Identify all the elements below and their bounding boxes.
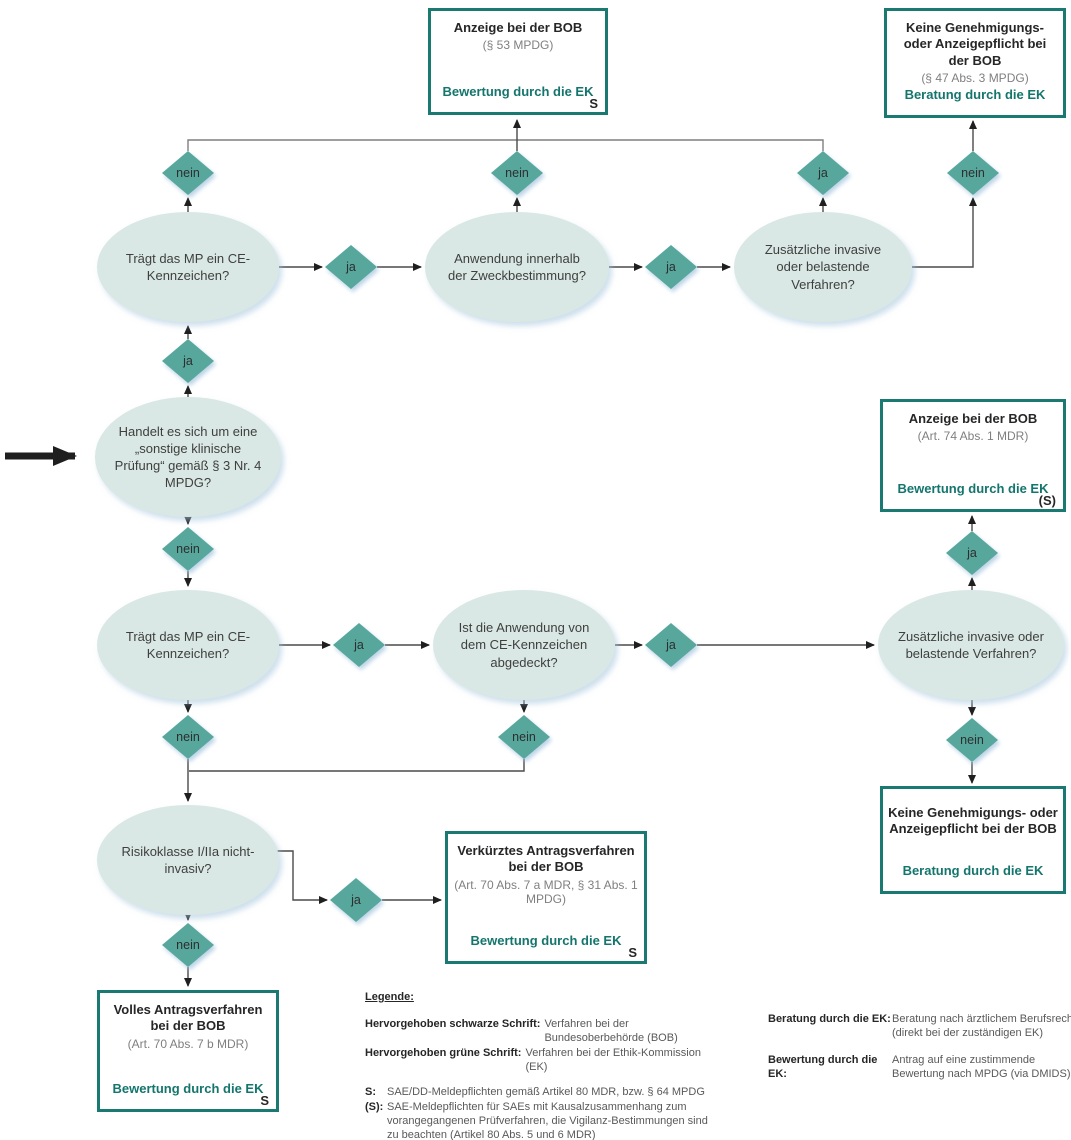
box-ek-action: Bewertung durch die EK	[897, 481, 1049, 496]
decision-nein-risikoklasse: nein	[162, 923, 214, 967]
box-subtitle: (§ 47 Abs. 3 MPDG)	[921, 70, 1029, 85]
result-box-keine-pflicht-top: Keine Genehmigungs- oder Anzeigepflicht …	[884, 8, 1066, 118]
diamond-shape	[330, 878, 382, 922]
result-box-volles-verfahren: Volles Antragsverfahren bei der BOB (Art…	[97, 990, 279, 1112]
legend-label: Hervorgehoben grüne Schrift:	[365, 1047, 522, 1059]
legend-text: SAE-Meldepflichten für SAEs mit Kausalzu…	[387, 1101, 708, 1140]
legend-text: SAE/DD-Meldepflichten gemäß Artikel 80 M…	[387, 1086, 705, 1098]
question-invasive-verfahren-top: Zusätzliche invasive oder belastende Ver…	[734, 212, 912, 322]
legend-text: Antrag auf eine zustimmende Bewertung na…	[892, 1054, 1071, 1080]
sae-marker: S	[589, 96, 598, 111]
question-text: Zusätzliche invasive oder belastende Ver…	[898, 628, 1044, 661]
question-sonstige-klinische-pruefung: Handelt es sich um eine „sonstige klinis…	[95, 397, 281, 517]
legend-heading: Legende:	[365, 991, 414, 1003]
decision-nein-ce-bottom: nein	[162, 715, 214, 759]
box-title: Volles Antragsverfahren bei der BOB	[113, 1002, 263, 1034]
box-subtitle: (Art. 74 Abs. 1 MDR)	[917, 429, 1029, 444]
diamond-shape	[162, 339, 214, 383]
diamond-shape	[162, 923, 214, 967]
legend-text: Beratung nach ärztlichem Berufsrecht (di…	[892, 1013, 1071, 1039]
diamond-shape	[645, 245, 697, 289]
question-invasive-verfahren-bottom: Zusätzliche invasive oder belastende Ver…	[878, 590, 1064, 700]
decision-nein-invasiv-top: nein	[947, 151, 999, 195]
decision-ja-invasiv-bottom: ja	[946, 531, 998, 575]
decision-ja-ce-top: ja	[325, 245, 377, 289]
diamond-shape	[162, 151, 214, 195]
question-text: Ist die Anwendung von dem CE-Kennzeichen…	[458, 620, 590, 670]
box-ek-action: Bewertung durch die EK	[470, 933, 622, 948]
legend: Legende: Hervorgehoben schwarze Schrift:…	[365, 990, 725, 1140]
box-subtitle: (Art. 70 Abs. 7 b MDR)	[127, 1036, 249, 1051]
legend-label: Hervorgehoben schwarze Schrift:	[365, 1018, 541, 1030]
question-ce-kennzeichen-bottom: Trägt das MP ein CE-Kennzeichen?	[97, 590, 279, 700]
question-text: Handelt es sich um eine „sonstige klinis…	[114, 423, 262, 491]
decision-ja-ce-bottom: ja	[333, 623, 385, 667]
sae-marker: S	[628, 945, 637, 960]
legend-label: S:	[365, 1086, 376, 1098]
question-ce-kennzeichen-top: Trägt das MP ein CE-Kennzeichen?	[97, 212, 279, 322]
diamond-shape	[498, 715, 550, 759]
box-subtitle: (Art. 70 Abs. 7 a MDR, § 31 Abs. 1 MPDG)	[454, 877, 638, 906]
box-title: Anzeige bei der BOB	[453, 20, 583, 35]
box-title: Anzeige bei der BOB	[908, 411, 1038, 426]
diamond-shape	[162, 527, 214, 571]
question-text: Trägt das MP ein CE-Kennzeichen?	[125, 628, 251, 661]
legend-label: (S):	[365, 1101, 384, 1113]
decision-ja-abgedeckt: ja	[645, 623, 697, 667]
diamond-shape	[946, 718, 998, 762]
diamond-shape	[797, 151, 849, 195]
legend-row-schwarz: Hervorgehoben schwarze Schrift: Verfahre…	[365, 1017, 725, 1045]
decision-nein-invasiv-bottom: nein	[946, 718, 998, 762]
diamond-shape	[946, 531, 998, 575]
result-box-anzeige-bob-74: Anzeige bei der BOB (Art. 74 Abs. 1 MDR)…	[880, 399, 1066, 512]
legend-label: Beratung durch die EK:	[768, 1013, 891, 1025]
question-text: Risikoklasse I/IIa nicht-invasiv?	[121, 843, 255, 876]
box-title: Keine Genehmigungs- oder Anzeigepflicht …	[888, 805, 1058, 837]
box-subtitle: (§ 53 MPDG)	[482, 38, 554, 53]
diamond-shape	[333, 623, 385, 667]
result-box-keine-pflicht-bottom: Keine Genehmigungs- oder Anzeigepflicht …	[880, 786, 1066, 894]
box-title: Keine Genehmigungs- oder Anzeigepflicht …	[903, 20, 1047, 68]
box-title: Verkürztes Antragsverfahren bei der BOB	[457, 843, 635, 875]
decision-ja-risikoklasse: ja	[330, 878, 382, 922]
question-text: Anwendung innerhalb der Zweckbestimmung?	[448, 250, 586, 283]
decision-nein-zweck: nein	[491, 151, 543, 195]
legend-ek-definitions: Beratung durch die EK: Beratung nach ärz…	[768, 1012, 1071, 1094]
diamond-shape	[947, 151, 999, 195]
decision-nein-ce-top: nein	[162, 151, 214, 195]
question-ce-abgedeckt: Ist die Anwendung von dem CE-Kennzeichen…	[433, 590, 615, 700]
legend-row-beratung: Beratung durch die EK: Beratung nach ärz…	[768, 1012, 1071, 1040]
question-text: Zusätzliche invasive oder belastende Ver…	[764, 242, 882, 292]
decision-ja-zweck: ja	[645, 245, 697, 289]
diamond-shape	[162, 715, 214, 759]
legend-row-gruen: Hervorgehoben grüne Schrift: Verfahren b…	[365, 1046, 725, 1074]
diamond-shape	[491, 151, 543, 195]
box-ek-action: Bewertung durch die EK	[112, 1081, 264, 1096]
box-ek-action: Beratung durch die EK	[902, 863, 1044, 878]
legend-row-s: S: SAE/DD-Meldepflichten gemäß Artikel 8…	[365, 1085, 725, 1099]
result-box-verkuerztes-verfahren: Verkürztes Antragsverfahren bei der BOB …	[445, 831, 647, 964]
legend-text: Verfahren bei der Bundesoberbehörde (BOB…	[544, 1018, 678, 1044]
decision-ja-invasiv-top: ja	[797, 151, 849, 195]
decision-nein-abgedeckt: nein	[498, 715, 550, 759]
legend-row-bewertung: Bewertung durch die EK: Antrag auf eine …	[768, 1053, 1071, 1081]
sae-marker: (S)	[1038, 493, 1056, 508]
legend-label: Bewertung durch die EK:	[768, 1054, 878, 1080]
question-risikoklasse: Risikoklasse I/IIa nicht-invasiv?	[97, 805, 279, 915]
question-text: Trägt das MP ein CE-Kennzeichen?	[125, 250, 251, 283]
box-ek-action: Bewertung durch die EK	[442, 84, 594, 99]
decision-ja-sonstige: ja	[162, 339, 214, 383]
decision-nein-sonstige: nein	[162, 527, 214, 571]
question-zweckbestimmung: Anwendung innerhalb der Zweckbestimmung?	[425, 212, 609, 322]
diamond-shape	[325, 245, 377, 289]
legend-text: Verfahren bei der Ethik-Kommission (EK)	[525, 1047, 701, 1073]
box-ek-action: Beratung durch die EK	[904, 87, 1046, 102]
legend-row-s2: (S): SAE-Meldepflichten für SAEs mit Kau…	[365, 1100, 725, 1140]
diamond-shape	[645, 623, 697, 667]
sae-marker: S	[260, 1093, 269, 1108]
result-box-anzeige-bob-53: Anzeige bei der BOB (§ 53 MPDG) Bewertun…	[428, 8, 608, 115]
